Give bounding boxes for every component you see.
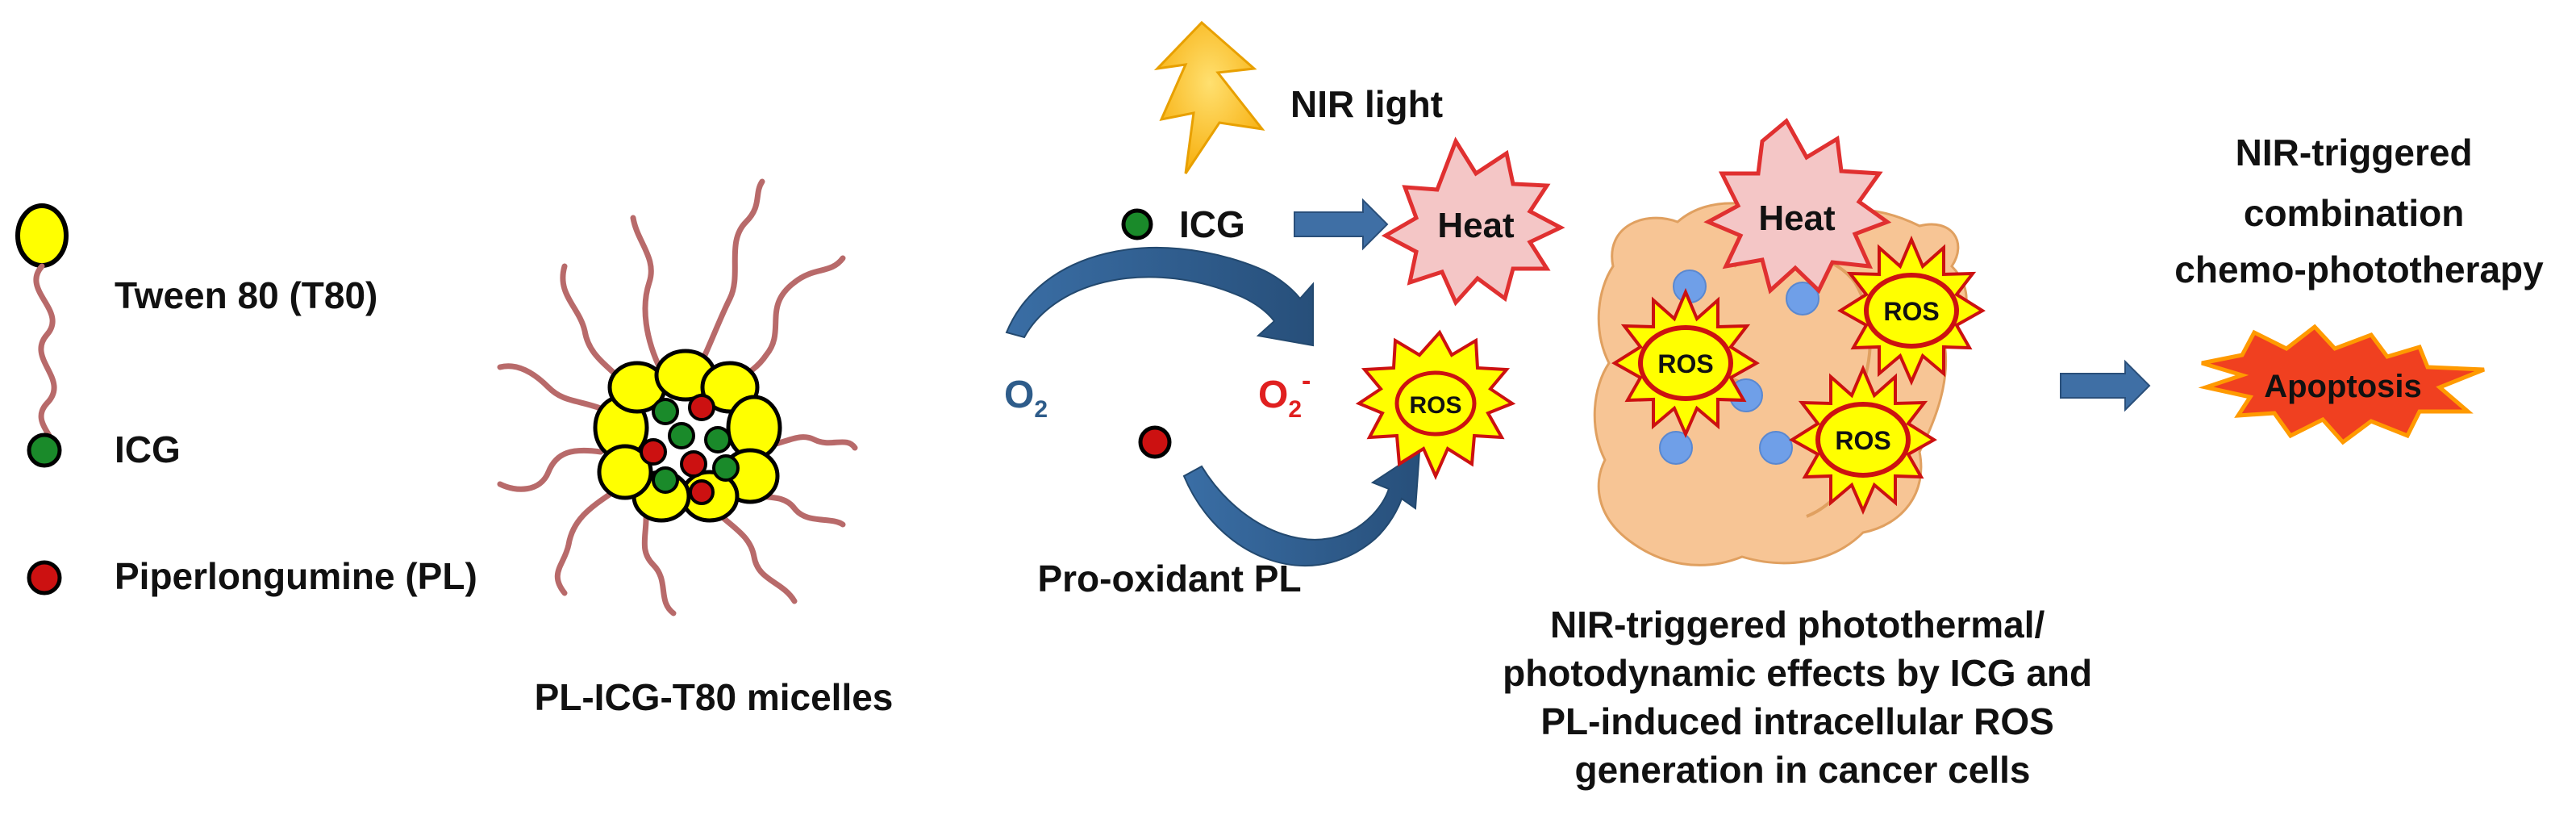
cells-to-apoptosis-arrow <box>2060 359 2151 412</box>
pl-legend-dot <box>27 560 62 595</box>
nir-light-label: NIR light <box>1290 83 1443 125</box>
icg-dot <box>1121 208 1153 240</box>
nir-light-bolt-icon <box>1153 20 1265 174</box>
legend: Tween 80 (T80) ICG Piperlongumine (PL) <box>15 203 477 597</box>
ros-label: ROS <box>1409 392 1461 419</box>
tween-legend-head <box>15 203 69 268</box>
o2-conversion-arrow <box>1005 247 1314 347</box>
cell-ros-label-2: ROS <box>1883 297 1939 326</box>
mechanism: NIR light ICG Heat O2 O2- Pro-oxidant PL… <box>1004 20 1565 600</box>
pl-dot <box>1138 425 1172 459</box>
cell-ros-burst-2 <box>1837 235 1986 386</box>
legend-icg-label: ICG <box>115 428 181 470</box>
pl-to-ros-arrow <box>1182 450 1421 567</box>
cancer-cells: Heat ROS ROS ROS NIR-triggered photother… <box>1503 118 2103 791</box>
legend-tween-label: Tween 80 (T80) <box>115 274 377 316</box>
icg-legend-dot <box>27 432 62 468</box>
icg-to-heat-arrow <box>1294 198 1389 251</box>
cell-heat-burst-icon <box>1703 118 1892 295</box>
micelle-drugs <box>640 394 740 505</box>
micelle: PL-ICG-T80 micelles <box>497 178 894 718</box>
pro-oxidant-label: Pro-oxidant PL <box>1037 558 1301 600</box>
ros-burst-icon <box>1355 329 1516 480</box>
cells-caption: NIR-triggered photothermal/ photodynamic… <box>1503 604 2103 791</box>
cell-ros-burst-3 <box>1789 364 1937 515</box>
micelle-caption: PL-ICG-T80 micelles <box>535 676 894 718</box>
outcome-title: NIR-triggered combination chemo-photothe… <box>2174 132 2544 290</box>
tween-legend-tail <box>33 263 57 455</box>
superoxide-label: O2- <box>1258 366 1311 423</box>
cell-ros-burst-1 <box>1611 287 1760 438</box>
icg-label: ICG <box>1179 203 1245 245</box>
apoptosis-label: Apoptosis <box>2264 369 2422 404</box>
micelle-core <box>593 349 782 523</box>
apoptosis-burst-icon <box>2198 324 2485 445</box>
cell-ros-label-3: ROS <box>1835 426 1890 455</box>
o2-label: O2 <box>1004 374 1048 423</box>
cell-heat-label: Heat <box>1758 198 1836 238</box>
heat-burst-icon <box>1381 136 1565 307</box>
heat-label: Heat <box>1437 206 1515 245</box>
cell-ros-label-1: ROS <box>1657 349 1713 378</box>
legend-pl-label: Piperlongumine (PL) <box>115 555 477 597</box>
micelle-tails <box>497 178 858 616</box>
outcome: NIR-triggered combination chemo-photothe… <box>2060 132 2544 445</box>
